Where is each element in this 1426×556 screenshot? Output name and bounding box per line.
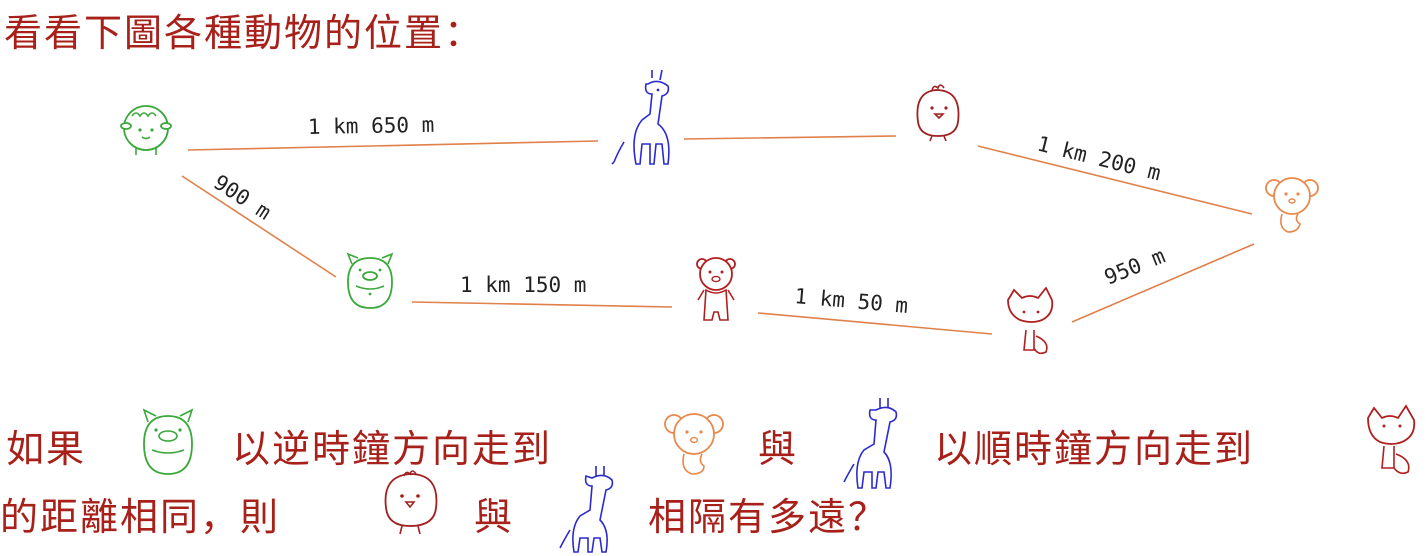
question-line1-end: 以順時鐘方向走到	[934, 427, 1255, 471]
pig-icon	[142, 408, 194, 475]
fox-icon	[1007, 286, 1054, 355]
koala-icon	[1265, 177, 1319, 233]
question-line1-start: 如果	[6, 427, 87, 471]
question-line1-and: 與	[758, 427, 799, 471]
distance-pig-bear: 1 km 150 m	[460, 273, 586, 297]
question-line2-end: 相隔有多遠？	[648, 495, 889, 539]
edge-chick-koala	[977, 145, 1253, 215]
chick-icon	[916, 84, 960, 142]
question-line1-mid: 以逆時鐘方向走到	[232, 427, 553, 471]
giraffe-icon	[611, 69, 670, 165]
giraffe-icon	[843, 398, 898, 489]
fox-icon	[1367, 404, 1416, 475]
edge-sheep-pig	[181, 175, 337, 278]
distance-fox-koala: 950 m	[1101, 244, 1169, 290]
distance-bear-fox: 1 km 50 m	[794, 284, 909, 318]
question-line2-and: 與	[474, 495, 515, 539]
giraffe-icon	[559, 466, 614, 553]
distance-sheep-giraffe: 1 km 650 m	[308, 113, 435, 139]
bear-icon	[696, 257, 736, 321]
sheep-icon	[120, 105, 172, 155]
edge-sheep-giraffe	[187, 140, 599, 151]
pig-icon	[346, 252, 394, 309]
koala-icon	[664, 413, 724, 475]
distance-chick-koala: 1 km 200 m	[1035, 132, 1163, 186]
edge-fox-koala	[1071, 243, 1255, 323]
edge-giraffe-chick	[683, 135, 897, 140]
edge-pig-bear	[411, 301, 673, 308]
edge-bear-fox	[757, 312, 993, 335]
question-line2-start: 的距離相同，則	[0, 495, 281, 539]
page-title: 看看下圖各種動物的位置：	[4, 11, 485, 55]
chick-icon	[384, 470, 438, 535]
